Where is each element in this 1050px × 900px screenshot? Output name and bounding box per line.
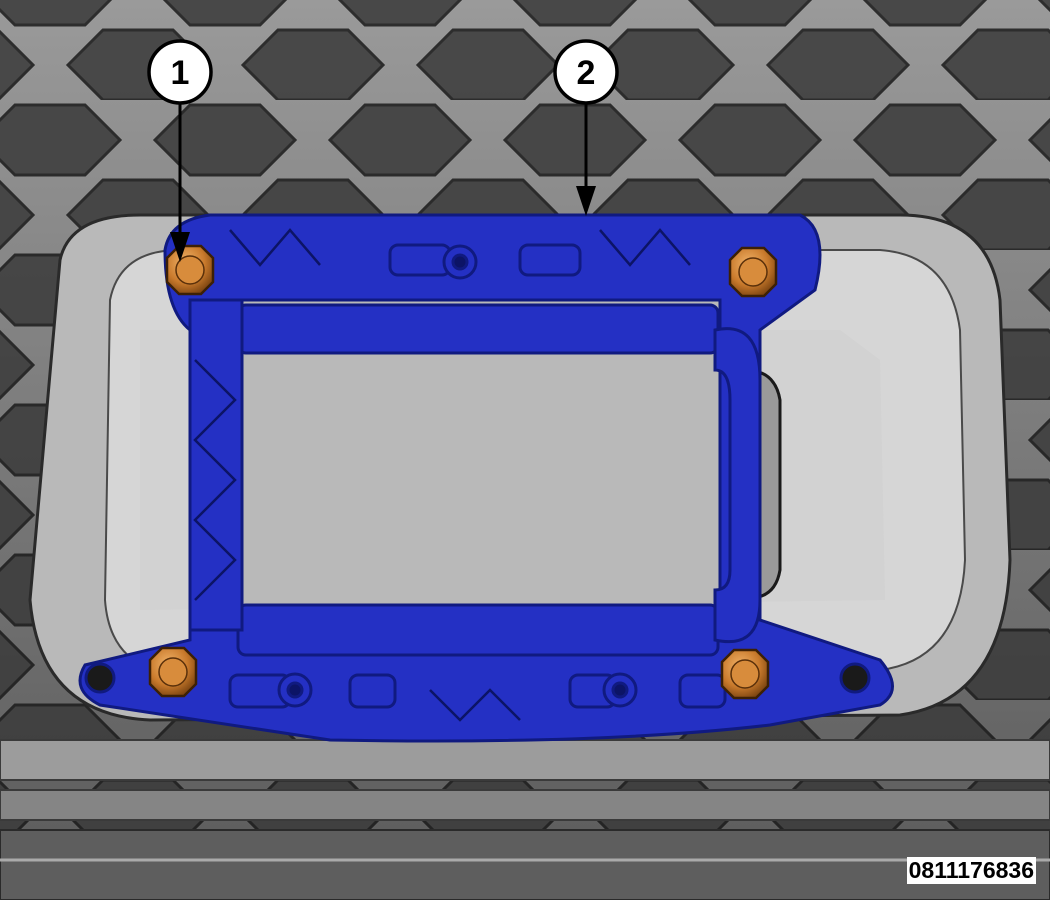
bolt-top-right xyxy=(728,246,778,298)
mounting-bracket xyxy=(78,213,894,743)
bolt-bottom-left xyxy=(148,646,198,698)
bolt-bottom-right xyxy=(720,648,770,700)
callout-1-arrowhead xyxy=(170,232,190,262)
callout-1-circle xyxy=(147,39,213,105)
callout-1-label: 1 xyxy=(171,54,190,92)
callout-2-arrowhead xyxy=(576,186,596,216)
callout-2-circle xyxy=(553,39,619,105)
bolt-top-left xyxy=(165,244,215,296)
callout-1: 1 xyxy=(147,39,213,262)
callout-2-label: 2 xyxy=(577,54,596,92)
bolts xyxy=(148,244,778,700)
callout-2: 2 xyxy=(553,39,619,216)
figure-id: 0811176836 xyxy=(906,857,1036,884)
